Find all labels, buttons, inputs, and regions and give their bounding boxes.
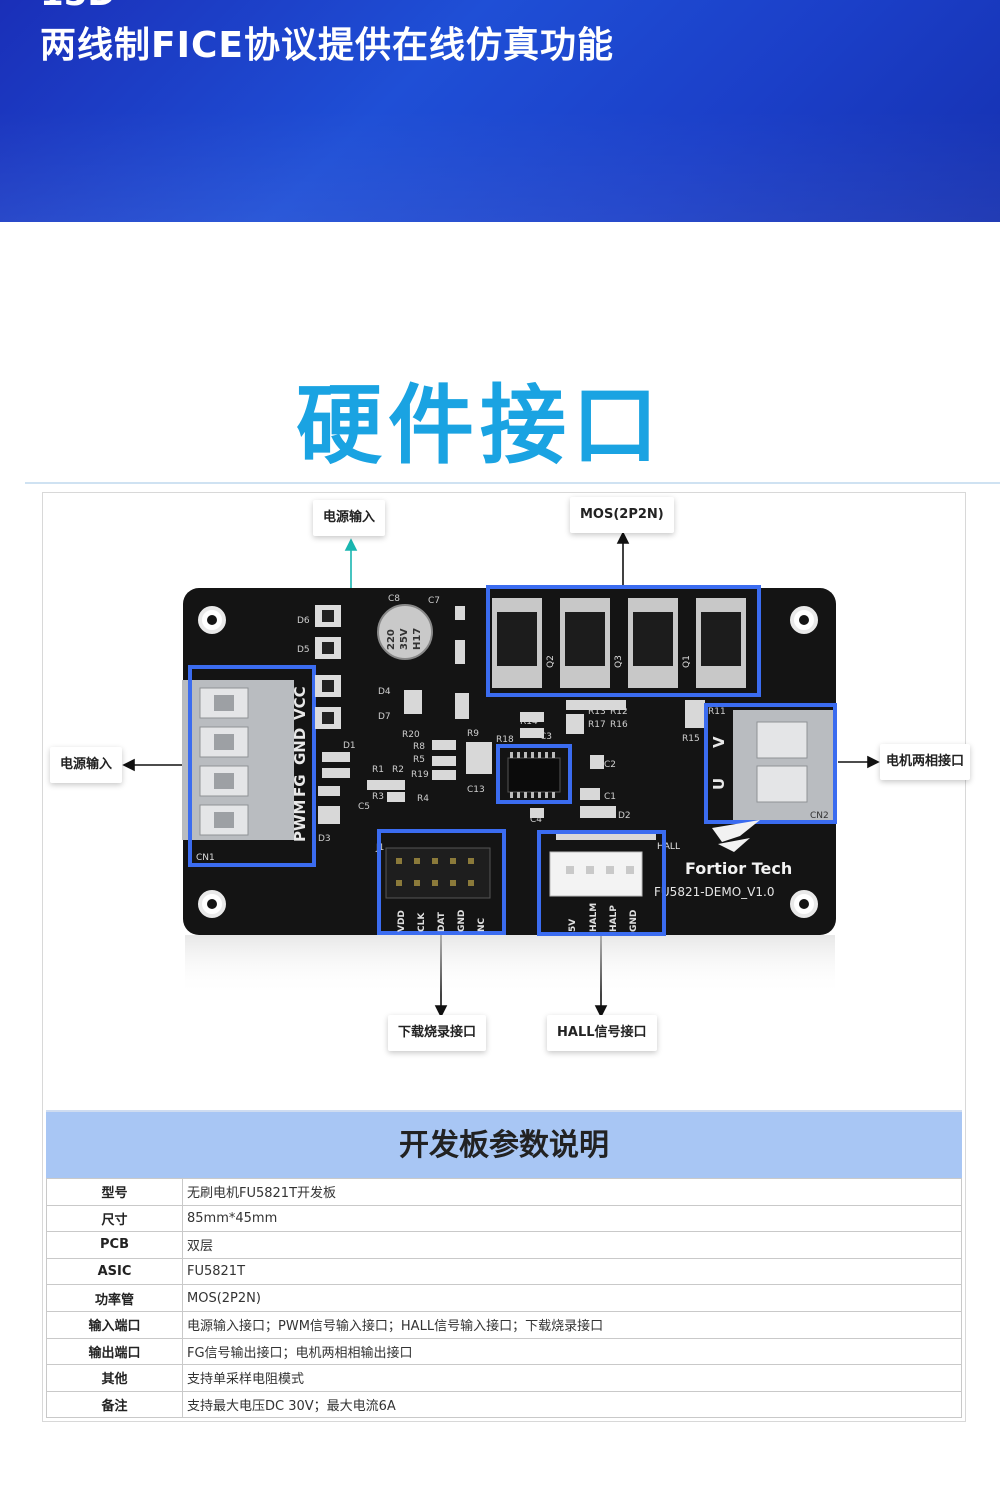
section-title: 硬件接口 <box>296 376 664 476</box>
param-value: 支持最大电压DC 30V；最大电流6A <box>182 1390 962 1419</box>
param-value: 双层 <box>182 1231 962 1259</box>
param-key: 其他 <box>46 1364 183 1392</box>
banner-sheen <box>0 110 1000 222</box>
table-row: 尺寸 85mm*45mm <box>46 1204 962 1233</box>
table-row: 备注支持最大电压DC 30V；最大电流6A <box>46 1390 962 1419</box>
callout-power-input-left: 电源输入 <box>50 747 123 783</box>
param-value: FG信号输出接口；电机两相相输出接口 <box>182 1337 962 1366</box>
param-key: ASIC <box>46 1257 183 1286</box>
section-divider <box>25 482 1000 484</box>
param-value: 电源输入接口；PWM信号输入接口；HALL信号输入接口；下载烧录接口 <box>182 1310 962 1339</box>
param-value: 支持单采样电阻模式 <box>182 1364 962 1392</box>
param-value: MOS(2P2N) <box>182 1284 962 1312</box>
params-table-title: 开发板参数说明 <box>46 1110 962 1178</box>
callout-hall: HALL信号接口 <box>547 1015 657 1051</box>
param-key: 输出端口 <box>46 1337 183 1366</box>
param-key: PCB <box>46 1231 183 1259</box>
banner-clipped-text: 15D <box>40 0 116 14</box>
header-banner: 15D 两线制FICE协议提供在线仿真功能 <box>0 0 1000 222</box>
param-key: 尺寸 <box>46 1204 183 1233</box>
param-key: 型号 <box>46 1178 183 1206</box>
param-key: 功率管 <box>46 1284 183 1312</box>
param-value: 无刷电机FU5821T开发板 <box>182 1178 962 1206</box>
param-value: 85mm*45mm <box>182 1204 962 1233</box>
callout-download: 下载烧录接口 <box>388 1015 487 1051</box>
callout-mos: MOS(2P2N) <box>570 497 674 533</box>
callout-power-input-top: 电源输入 <box>313 500 386 536</box>
banner-headline: 两线制FICE协议提供在线仿真功能 <box>40 25 614 66</box>
table-row: 其他支持单采样电阻模式 <box>46 1364 962 1392</box>
param-key: 输入端口 <box>46 1310 183 1339</box>
param-key: 备注 <box>46 1390 183 1419</box>
callout-motor-two-phase: 电机两相接口 <box>880 744 971 780</box>
table-row: 型号无刷电机FU5821T开发板 <box>46 1178 962 1206</box>
table-row: 输入端口电源输入接口；PWM信号输入接口；HALL信号输入接口；下载烧录接口 <box>46 1310 962 1339</box>
param-value: FU5821T <box>182 1257 962 1286</box>
